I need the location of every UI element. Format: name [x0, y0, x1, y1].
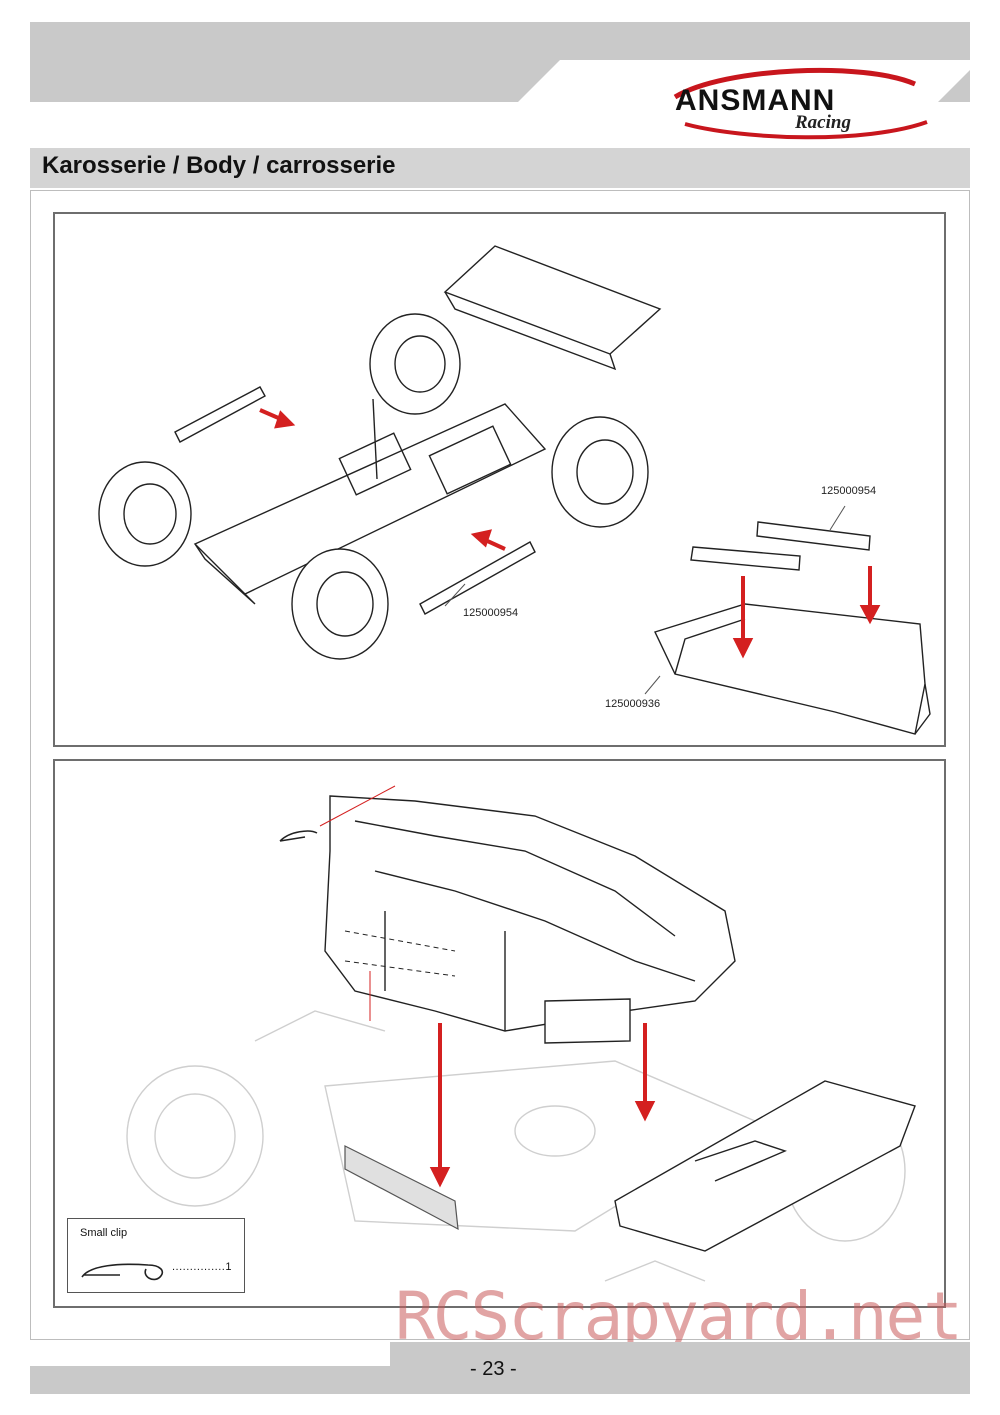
body-mount-illustration — [126, 785, 916, 1282]
section-title: Karosserie / Body / carrosserie — [42, 152, 396, 179]
section-title-bar — [30, 148, 970, 188]
brand-subtitle: Racing — [795, 112, 851, 133]
parts-legend-box: Small clip ...............1 — [67, 1218, 245, 1293]
legend-part-name: Small clip — [80, 1227, 128, 1239]
small-clip-icon — [81, 1263, 164, 1281]
chassis-illustration — [98, 245, 931, 735]
part-number-label: 125000936 — [605, 698, 661, 710]
footer-band-notch — [30, 1342, 390, 1366]
part-number-label: 125000954 — [821, 485, 877, 497]
brand-name: ANSMANN — [675, 84, 836, 117]
step-panel-2 — [53, 759, 946, 1308]
step-panel-1: 125000954 125000954 125000936 — [53, 212, 946, 747]
logo-swoosh-icon — [673, 67, 928, 140]
body-clip-icon — [279, 830, 318, 842]
legend-quantity: ...............1 — [172, 1261, 232, 1273]
part-number-label: 125000954 — [463, 607, 519, 619]
page-number: - 23 - — [470, 1358, 517, 1380]
ansmann-racing-logo: ANSMANN Racing — [665, 62, 935, 142]
